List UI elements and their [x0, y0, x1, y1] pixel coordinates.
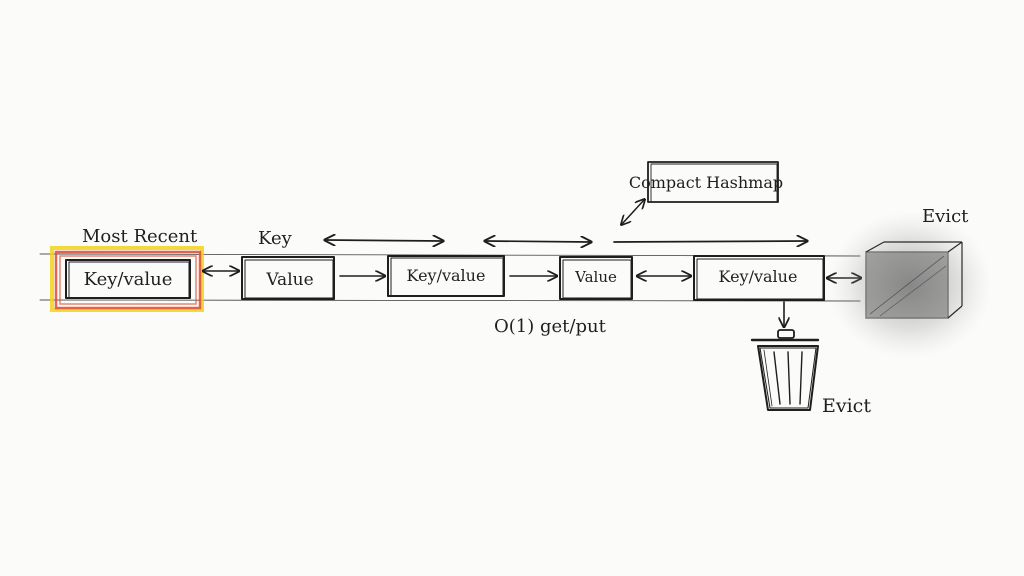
- node-label-4: Key/value: [719, 267, 798, 286]
- node-label-3: Value: [574, 268, 617, 286]
- node-label-0: Key/value: [84, 269, 173, 290]
- complexity-label: O(1) get/put: [494, 316, 607, 337]
- evict-label-bottom: Evict: [822, 395, 871, 417]
- compact-hashmap-box: [647, 161, 779, 203]
- most-recent-label: Most Recent: [82, 226, 198, 247]
- trash-can-icon: [750, 329, 820, 411]
- compact-hashmap-label: Compact Hashmap: [629, 173, 783, 192]
- node-1: [241, 256, 335, 300]
- node-3: [559, 256, 633, 300]
- node-2: [387, 255, 505, 297]
- key-label: Key: [258, 228, 293, 249]
- evict-label-top: Evict: [922, 206, 969, 227]
- node-head-highlight: [50, 246, 204, 312]
- upper-arrows: [326, 200, 806, 242]
- node-4: [693, 255, 825, 301]
- node-0: [65, 259, 191, 299]
- node-label-1: Value: [265, 270, 313, 290]
- node-label-2: Key/value: [407, 266, 486, 285]
- shaded-cube-icon: [828, 211, 992, 359]
